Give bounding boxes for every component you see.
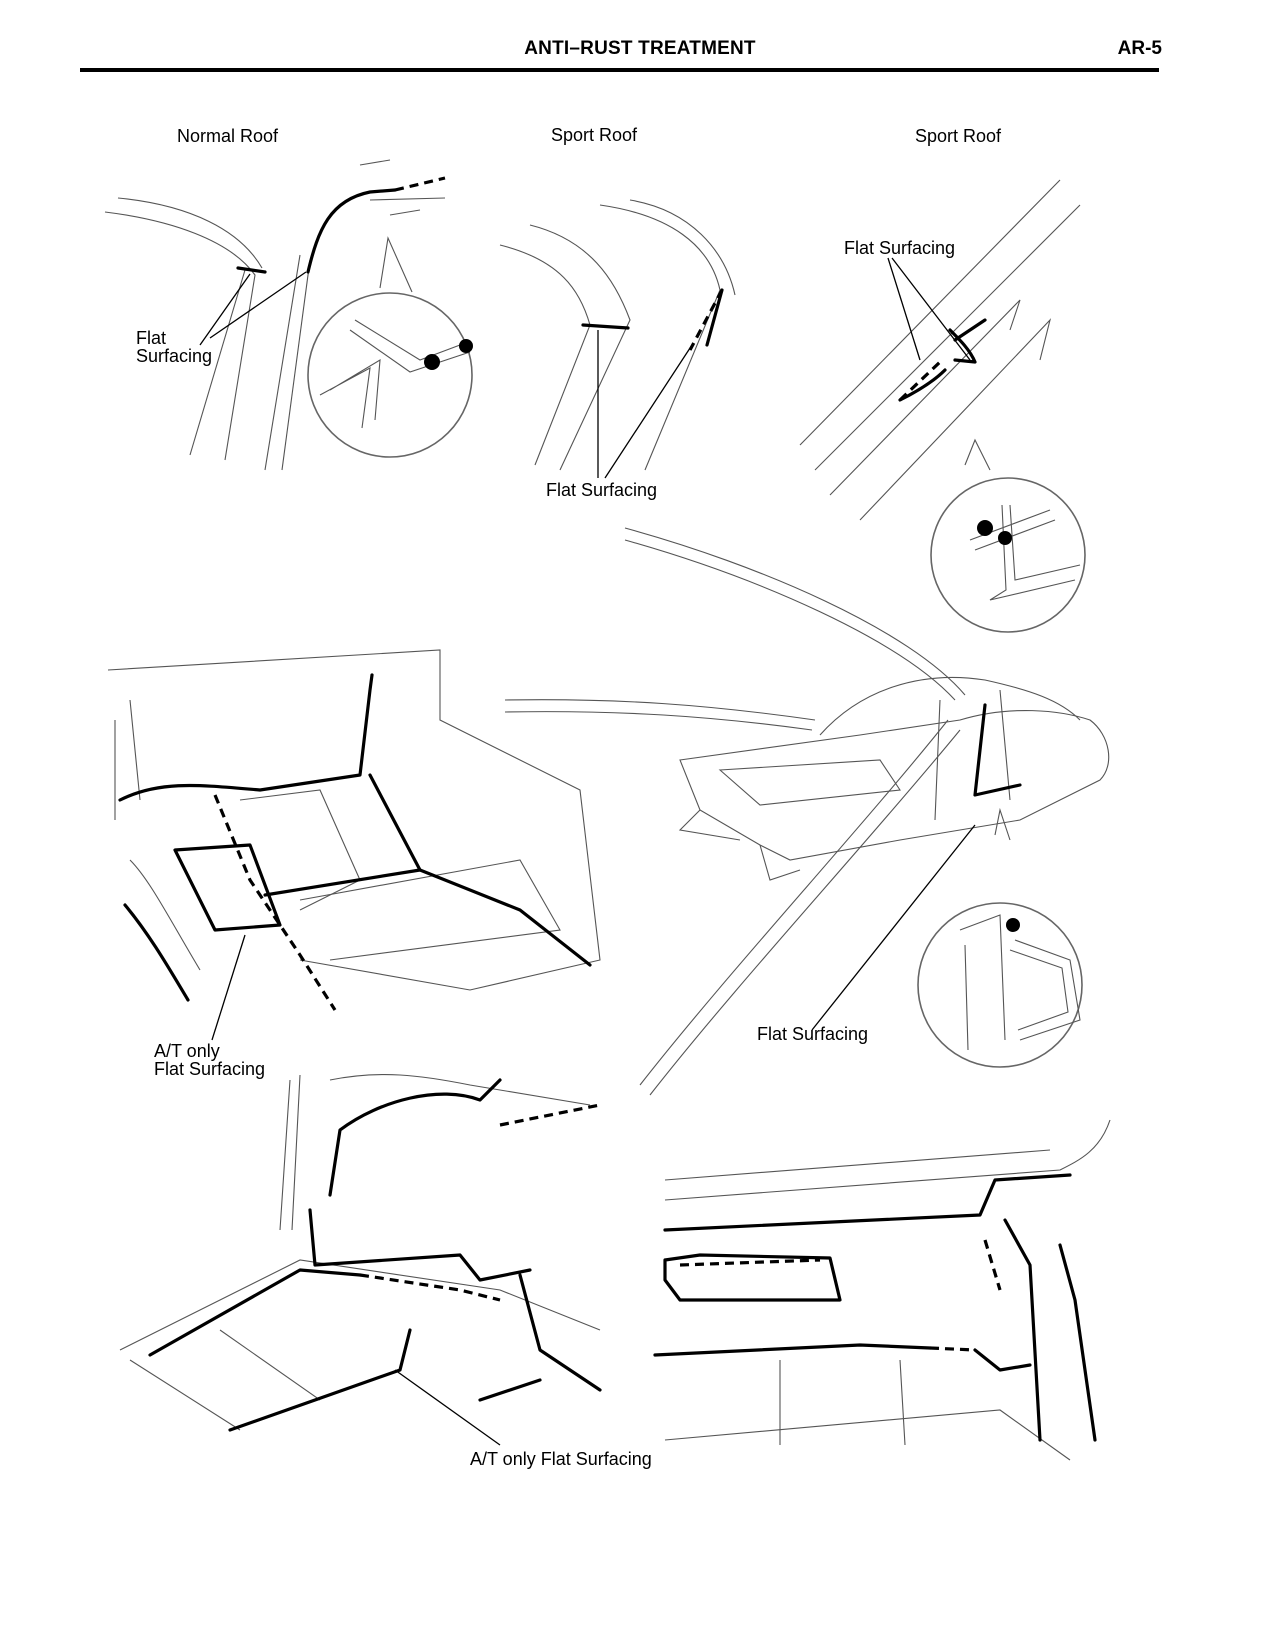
normal-roof-drawing (104, 159, 473, 471)
label-flat-surfacing-center: Flat Surfacing (546, 480, 658, 500)
header-rule (80, 68, 1159, 72)
leader-arrows (504, 527, 966, 1096)
label-normal-roof: Normal Roof (177, 126, 279, 146)
rear-interior-drawing (653, 1119, 1111, 1461)
label-sport-roof-center: Sport Roof (551, 125, 638, 145)
car-body-drawing (678, 676, 1110, 1068)
rear-floor-drawing (119, 1074, 602, 1446)
page-code: AR-5 (1117, 38, 1162, 59)
label-at-only-line1: A/T only (154, 1041, 220, 1061)
sport-roof-drawing-2 (799, 179, 1086, 633)
label-flat-surfacing-left-line1: Flat (136, 328, 167, 348)
label-at-only-flat-surfacing: A/T only Flat Surfacing (470, 1449, 652, 1469)
label-sport-roof-right: Sport Roof (915, 126, 1002, 146)
label-flat-surfacing-car: Flat Surfacing (757, 1024, 869, 1044)
sport-roof-drawing-1 (499, 199, 736, 479)
page-title: ANTI–RUST TREATMENT (524, 38, 756, 59)
label-flat-surfacing-top-right: Flat Surfacing (844, 238, 956, 258)
label-at-only-line2: Flat Surfacing (154, 1059, 266, 1079)
label-flat-surfacing-left-line2: Surfacing (136, 346, 213, 366)
front-floor-drawing (107, 649, 601, 1041)
